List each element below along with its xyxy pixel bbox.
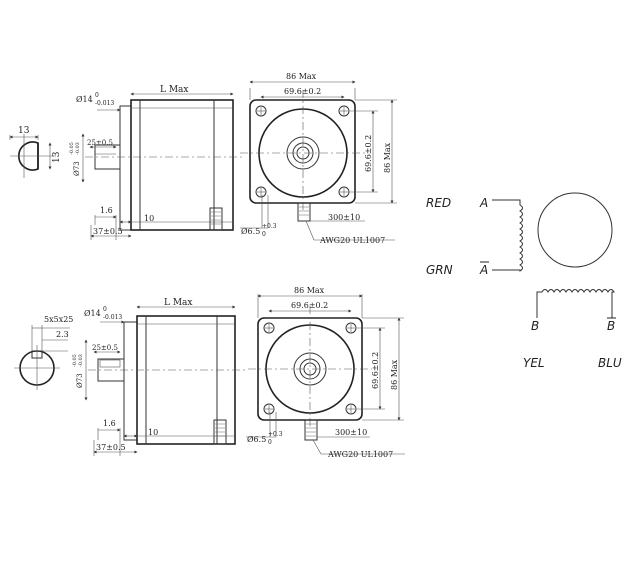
- bottom-mount-hole-tol-up: +0.3: [268, 431, 283, 438]
- top-face-height: 86 Max: [383, 142, 392, 173]
- bottom-shaft-dia-tol-down: -0.013: [103, 314, 122, 321]
- bottom-body-length: L Max: [164, 298, 193, 308]
- wiring-diagram: [492, 192, 615, 318]
- bottom-mount-hole: Ø6.5: [247, 435, 266, 444]
- top-shaft-dia-tol-up: 0: [95, 92, 99, 99]
- bottom-pilot-dia: Ø73: [76, 373, 84, 388]
- top-flat-length: 25±0.5: [87, 139, 113, 147]
- top-pilot-dia: Ø73: [73, 161, 81, 176]
- wiring-labels: RED GRN A A B B YEL BLU: [426, 196, 622, 370]
- top-pilot-dia-tol-up: -0.05: [69, 142, 75, 155]
- bottom-pilot-depth: 1.6: [103, 419, 116, 428]
- bottom-pilot-dia-tol-down: -0.03: [78, 354, 84, 367]
- bottom-lead-length: 300±10: [335, 428, 367, 437]
- top-drawing: 13 13 L Max Ø14 0 -0.013: [9, 72, 397, 245]
- phase-b-label: B: [531, 319, 539, 333]
- top-hole-spacing-v: 69.6±0.2: [364, 135, 373, 172]
- top-mount-hole: Ø6.5: [241, 227, 260, 236]
- top-shaft-length: 37±0.5: [93, 227, 123, 236]
- bottom-motor-side-view: [88, 315, 245, 445]
- bottom-pilot-dia-tol-up: -0.05: [72, 354, 78, 367]
- top-motor-front-view: [240, 88, 365, 222]
- bottom-mount-hole-tol-down: 0: [268, 439, 272, 446]
- top-shaft-dia-tol-down: -0.013: [95, 100, 114, 107]
- top-pilot-depth: 1.6: [100, 206, 113, 215]
- bottom-face-width: 86 Max: [294, 286, 325, 295]
- top-motor-side-view: [85, 99, 245, 231]
- bottom-hole-spacing-v: 69.6±0.2: [371, 352, 380, 389]
- top-mount-hole-tol-up: +0.3: [262, 223, 277, 230]
- phase-a-bar-label: A: [479, 263, 488, 277]
- wire-red-label: RED: [426, 196, 451, 210]
- bottom-key-length: 25±0.5: [92, 344, 118, 352]
- top-shaft-flat-height: 13: [52, 151, 62, 163]
- wire-yel-label: YEL: [523, 356, 545, 370]
- top-mount-hole-tol-down: 0: [262, 231, 266, 238]
- top-shaft-flat-width: 13: [18, 126, 30, 136]
- bottom-flange-thickness: 10: [148, 428, 158, 437]
- bottom-shaft-end-view: [14, 325, 70, 390]
- top-shaft-end-view: [9, 134, 56, 178]
- bottom-shaft-dia-tol-up: 0: [103, 306, 107, 313]
- bottom-motor-front-view: [248, 294, 372, 441]
- wire-blu-label: BLU: [598, 356, 622, 370]
- phase-a-label: A: [479, 196, 488, 210]
- top-shaft-dia: Ø14: [76, 95, 93, 104]
- bottom-shaft-length: 37±0.5: [96, 443, 126, 452]
- bottom-shaft-dia: Ø14: [84, 309, 101, 318]
- bottom-drawing: 5x5x25 2.3 L Max Ø14 0 -0.013 Ø73 -0.05: [14, 286, 405, 459]
- top-pilot-dia-tol-down: -0.03: [75, 142, 81, 155]
- wire-grn-label: GRN: [426, 263, 453, 277]
- top-body-length: L Max: [160, 85, 189, 95]
- bottom-hole-spacing-h: 69.6±0.2: [291, 301, 328, 310]
- bottom-key-size: 5x5x25: [44, 315, 73, 324]
- bottom-key-depth: 2.3: [56, 330, 69, 339]
- top-face-width: 86 Max: [286, 72, 317, 81]
- bottom-lead-wire: AWG20 UL1007: [327, 450, 393, 459]
- top-hole-spacing-h: 69.6±0.2: [284, 87, 321, 96]
- top-flange-thickness: 10: [144, 214, 154, 223]
- top-lead-length: 300±10: [328, 213, 360, 222]
- bottom-face-height: 86 Max: [390, 359, 399, 390]
- phase-b-bar-label: B: [607, 319, 615, 333]
- top-lead-wire: AWG20 UL1007: [319, 236, 385, 245]
